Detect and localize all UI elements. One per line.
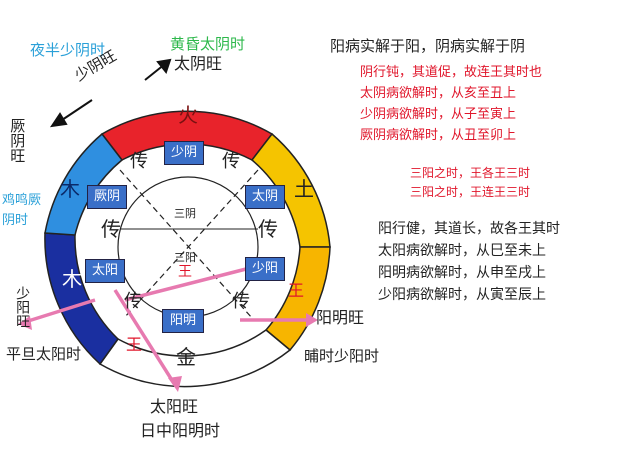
metal-glyph: 金 — [176, 345, 196, 369]
yin-lines: 阴行钝，其道促，故连王其时也 太阴病欲解时，从亥至丑上 少阴病欲解时，从子至寅上… — [360, 62, 542, 146]
box-taiyin: 太阴 — [245, 185, 285, 209]
yang-line-2: 太阳病欲解时，从巳至未上 — [378, 243, 546, 259]
dawn-taiyang-label: 平旦太阳时 — [6, 345, 82, 363]
box-yangming: 阳明 — [162, 309, 204, 333]
yang-line-1: 阳行健，其道长，故各王其时 — [378, 221, 560, 237]
mid-lines: 三阳之时，王各王三时 三阳之时，王连王三时 — [410, 164, 530, 202]
right-text-panel: 阳病实解于阳，阴病实解于阴 — [330, 37, 526, 55]
arrows — [24, 266, 310, 386]
san-yang-label: 三阳 — [174, 251, 196, 264]
yin-line-2: 太阴病欲解时，从亥至丑上 — [360, 86, 517, 101]
chuan-top-left: 传 — [130, 151, 148, 172]
outer-ring — [44, 110, 331, 388]
cockcrow-jueyin-label-2: 阴时 — [2, 213, 29, 228]
box-shaoyang: 少阳 — [245, 257, 285, 281]
arrow-shaoyang-to-taiyang — [124, 266, 251, 302]
wang-red-right: 王 — [288, 281, 305, 300]
earth-glyph: 土 — [294, 177, 314, 201]
taiyin-wang-label: 太阴旺 — [174, 54, 223, 73]
box-shaoyin: 少阴 — [164, 141, 204, 165]
noon-yangming-label: 日中阳明时 — [140, 421, 221, 440]
panel-title: 阳病实解于阳，阴病实解于阴 — [330, 37, 526, 55]
yin-line-1: 阴行钝，其道促，故连王其时也 — [360, 65, 543, 80]
arrow-head-shaoyin — [49, 112, 68, 128]
dusk-taiyin-label: 黄昏太阴时 — [170, 35, 246, 53]
yang-lines: 阳行健，其道长，故各王其时 太阳病欲解时，从巳至未上 阳明病欲解时，从申至戌上 … — [378, 218, 560, 306]
cockcrow-jueyin-label: 鸡鸣厥 — [2, 193, 42, 208]
yang-line-3: 阳明病欲解时，从申至戌上 — [378, 265, 546, 281]
arrow-to-shaoyin-wang — [61, 99, 93, 121]
diagonal-dashed-a — [119, 169, 253, 319]
arrow-head-down — [168, 376, 182, 392]
jueyin-wang-label: 厥阴旺 — [8, 118, 27, 163]
arrow-heads — [18, 313, 318, 392]
chuan-bottom-right: 传 — [232, 291, 250, 312]
arrow-head-right — [306, 313, 318, 327]
arrow-head-left — [18, 316, 32, 330]
yin-line-3: 少阴病欲解时，从子至寅上 — [360, 107, 517, 122]
chuan-left: 传 — [101, 217, 121, 241]
wood-segment — [44, 132, 124, 236]
arrow-to-shaoyang-wang — [24, 298, 96, 324]
box-jueyin: 厥阴 — [87, 185, 127, 209]
fire-glyph: 火 — [178, 103, 198, 127]
mid-line-2: 三阳之时，王连王三时 — [410, 185, 531, 199]
arrow-to-taiyang-wang — [113, 289, 177, 386]
arrow-head-taiyin — [156, 58, 172, 75]
wang-red-center: 王 — [178, 264, 192, 280]
san-yin-label: 三阴 — [174, 207, 196, 220]
shaoyang-wang-label: 少阳旺 — [14, 286, 31, 328]
diagonal-dashed-b — [123, 169, 259, 319]
box-taiyang: 太阳 — [85, 259, 125, 283]
chuan-right: 传 — [258, 217, 278, 241]
yangming-wang-label: 阳明旺 — [316, 308, 365, 327]
afternoon-shaoyang-label: 晡时少阳时 — [304, 347, 380, 365]
wang-red-left: 王 — [126, 335, 143, 354]
chuan-top-right: 传 — [222, 151, 240, 172]
wood-glyph: 木 — [60, 177, 80, 201]
water-glyph: 木 — [62, 267, 82, 291]
mid-line-1: 三阳之时，王各王三时 — [410, 166, 531, 180]
taiyang-wang-label: 太阳旺 — [150, 397, 199, 416]
yang-line-4: 少阳病欲解时，从寅至辰上 — [378, 287, 546, 303]
yin-line-4: 厥阴病欲解时，从丑至卯上 — [360, 128, 517, 143]
midnight-shaoyin-label: 夜半少阴时 — [30, 41, 106, 59]
chuan-bottom-left: 传 — [124, 291, 142, 312]
black-arrows — [49, 58, 172, 128]
